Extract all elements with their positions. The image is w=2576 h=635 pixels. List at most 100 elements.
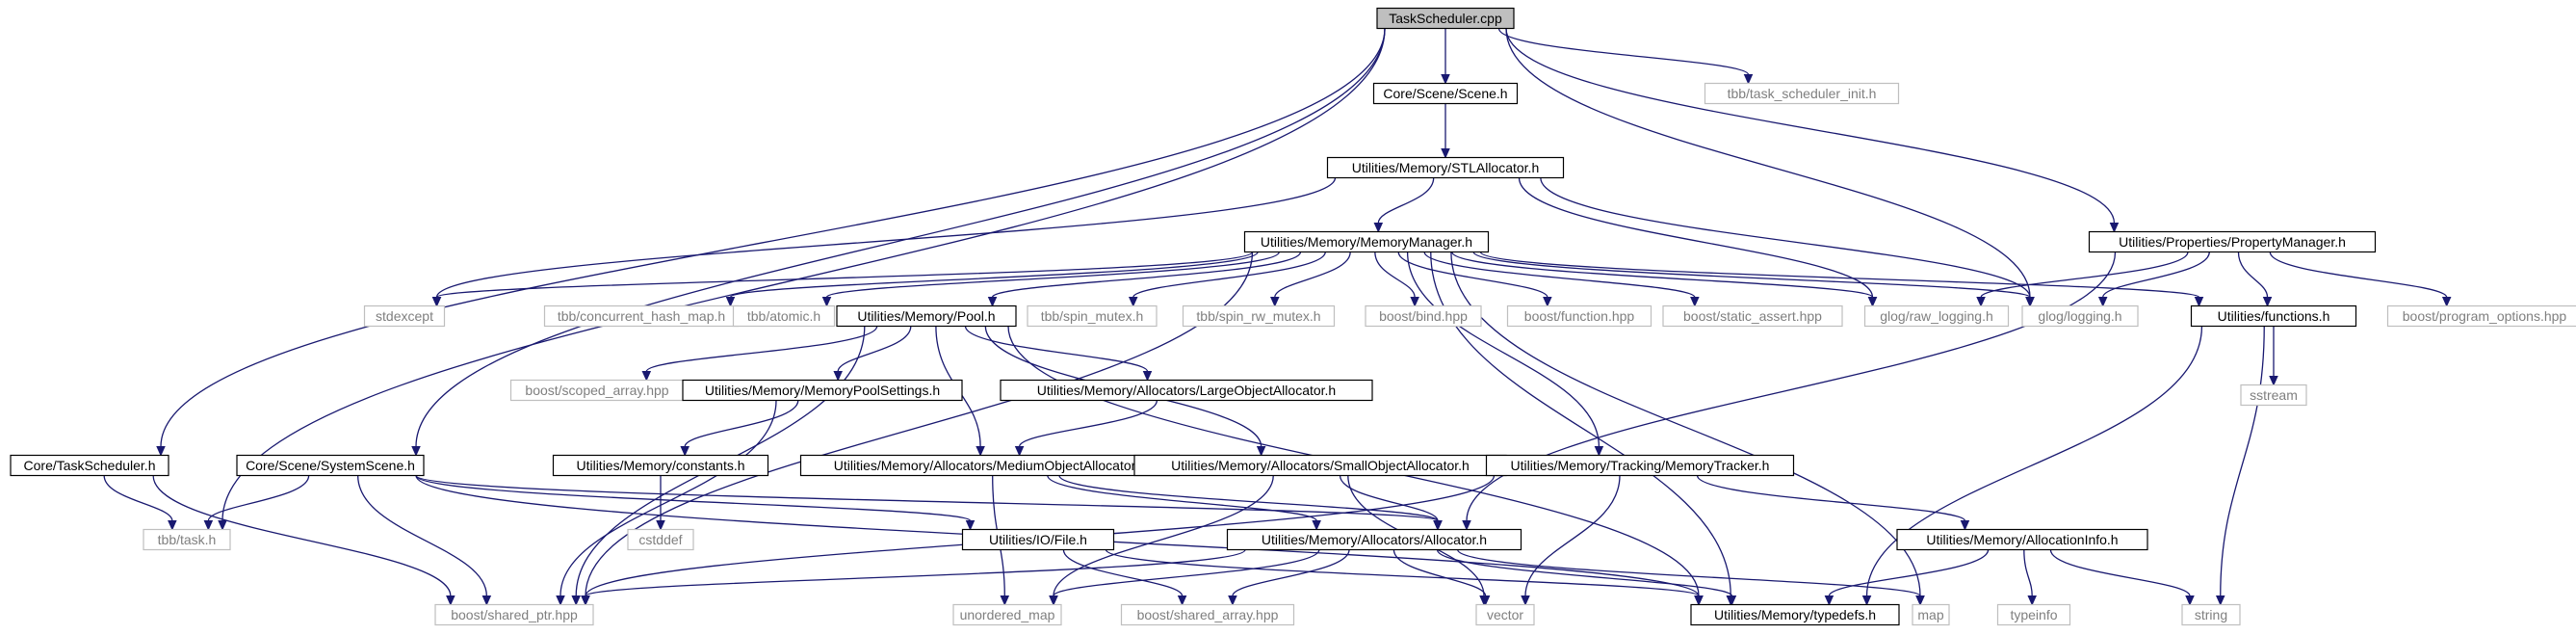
node-tbb-spin-rw-mutex-h: tbb/spin_rw_mutex.h: [1182, 304, 1336, 328]
node-label: tbb/task_scheduler_init.h: [1728, 86, 1877, 101]
edge-line: [991, 251, 1302, 299]
node-label: boost/static_assert.hpp: [1683, 308, 1822, 324]
edge-line: [825, 251, 1280, 299]
edge-root-to-scene: [1441, 28, 1450, 85]
arrowhead: [821, 297, 832, 307]
node-box: [1475, 603, 1535, 626]
edge-line: [1018, 400, 1158, 447]
edge-root-to-propmgr: [1505, 28, 2120, 233]
edge-line: [1457, 548, 1921, 597]
node-label: boost/program_options.hpp: [2403, 308, 2567, 324]
edge-line: [415, 474, 972, 522]
edge-line: [2023, 549, 2033, 596]
node-utilities-memory-allocators-mediumobjectallocator-h[interactable]: Utilities/Memory/Allocators/MediumObject…: [799, 454, 1181, 477]
node-utilities-memory-stlallocator-h[interactable]: Utilities/Memory/STLAllocator.h: [1326, 156, 1565, 179]
node-utilities-memory-allocators-allocator-h[interactable]: Utilities/Memory/Allocators/Allocator.h: [1226, 528, 1522, 551]
node-box: [1485, 454, 1795, 477]
node-box: [1896, 528, 2148, 551]
edge-mps-to-constants: [680, 400, 799, 457]
node-taskscheduler-cpp[interactable]: TaskScheduler.cpp: [1376, 7, 1515, 30]
node-box: [10, 454, 169, 477]
edge-soa-to-list: [1339, 475, 1443, 531]
node-utilities-properties-propertymanager-h[interactable]: Utilities/Properties/PropertyManager.h: [2088, 230, 2377, 253]
arrowhead: [1228, 595, 1237, 606]
arrowhead: [1256, 446, 1266, 457]
edge-memmgr-to-sassert: [1423, 251, 1700, 307]
node-utilities-memory-memorypoolsettings-h[interactable]: Utilities/Memory/MemoryPoolSettings.h: [682, 379, 963, 402]
node-label: glog/raw_logging.h: [1880, 308, 1993, 324]
edge-allocator-to-typedefs: [1436, 549, 1737, 606]
edge-line: [221, 28, 1386, 521]
edge-line: [1132, 251, 1326, 299]
arrowhead: [1014, 446, 1025, 457]
node-utilities-memory-pool-h[interactable]: Utilities/Memory/Pool.h: [836, 304, 1017, 328]
edge-line: [435, 177, 1337, 298]
node-label: Utilities/Memory/Pool.h: [857, 308, 995, 324]
edge-syscene-to-tbbtask: [203, 475, 310, 531]
edge-line: [1392, 549, 1487, 596]
edge-line: [1053, 549, 1320, 597]
edge-root-to-logging: [1505, 28, 2035, 307]
arrowhead: [2215, 595, 2225, 606]
node-glog-raw-logging-h: glog/raw_logging.h: [1863, 304, 2010, 328]
node-label: Utilities/Memory/Allocators/LargeObjectA…: [1037, 383, 1336, 398]
node-utilities-memory-typedefs-h[interactable]: Utilities/Memory/typedefs.h: [1690, 603, 1900, 626]
node-boost-function-hpp: boost/function.hpp: [1506, 304, 1652, 328]
node-box: [552, 454, 769, 477]
arrowhead: [1867, 297, 1878, 307]
node-box: [1120, 603, 1295, 626]
arrowhead: [1824, 595, 1834, 606]
edge-line: [1047, 475, 1317, 522]
arrowhead: [1694, 595, 1704, 606]
node-tbb-spin-mutex-h: tbb/spin_mutex.h: [1027, 304, 1158, 328]
node-core-scene-scene-h[interactable]: Core/Scene/Scene.h: [1372, 82, 1519, 105]
edge-allocator-to-umap: [1049, 549, 1320, 606]
edge-memmgr-to-function: [1397, 251, 1552, 307]
node-box: [143, 528, 231, 551]
arrowhead: [2185, 595, 2195, 606]
node-label: tbb/spin_mutex.h: [1041, 308, 1144, 324]
node-utilities-functions-h[interactable]: Utilities/functions.h: [2190, 304, 2357, 328]
edge-propmgr-to-progopt: [2269, 251, 2452, 307]
arrowhead: [1543, 297, 1552, 307]
node-label: Utilities/functions.h: [2218, 308, 2330, 324]
edge-line: [1540, 177, 2031, 298]
node-core-taskscheduler-h[interactable]: Core/TaskScheduler.h: [10, 454, 169, 477]
node-utilities-memory-allocators-smallobjectallocator-h[interactable]: Utilities/Memory/Allocators/SmallObjectA…: [1133, 454, 1507, 477]
node-utilities-memory-allocationinfo-h[interactable]: Utilities/Memory/AllocationInfo.h: [1896, 528, 2148, 551]
node-label: Core/Scene/Scene.h: [1383, 86, 1507, 101]
node-label: Utilities/Memory/Tracking/MemoryTracker.…: [1511, 458, 1770, 473]
node-core-scene-systemscene-h[interactable]: Core/Scene/SystemScene.h: [236, 454, 425, 477]
node-utilities-memory-memorymanager-h[interactable]: Utilities/Memory/MemoryManager.h: [1243, 230, 1490, 253]
node-box: [434, 603, 594, 626]
node-boost-program-options-hpp: boost/program_options.hpp: [2386, 304, 2576, 328]
edge-line: [415, 28, 1386, 447]
node-utilities-io-file-h[interactable]: Utilities/IO/File.h: [961, 528, 1115, 551]
edge-line: [1058, 475, 1439, 522]
arrowhead: [1410, 297, 1419, 307]
node-utilities-memory-allocators-largeobjectallocator-h[interactable]: Utilities/Memory/Allocators/LargeObjectA…: [1000, 379, 1373, 402]
arrowhead: [2269, 376, 2278, 386]
edge-line: [2237, 251, 2269, 298]
node-label: glog/logging.h: [2038, 308, 2121, 324]
node-box: [2386, 304, 2576, 328]
node-map: map: [1912, 603, 1950, 626]
node-utilities-memory-constants-h[interactable]: Utilities/Memory/constants.h: [552, 454, 769, 477]
node-boost-shared-ptr-hpp: boost/shared_ptr.hpp: [434, 603, 594, 626]
node-label: tbb/task.h: [158, 532, 217, 547]
edge-memmgr-to-spinrw: [1270, 251, 1351, 307]
edge-allocinfo-to-typedefs: [1824, 549, 1990, 606]
node-label: unordered_map: [960, 607, 1055, 622]
node-box: [2088, 230, 2377, 253]
edge-line: [160, 28, 1386, 447]
edge-memmgr-to-stdexcept: [431, 251, 1254, 307]
edge-line: [1397, 251, 1548, 298]
edge-line: [103, 475, 173, 521]
node-utilities-memory-tracking-memorytracker-h[interactable]: Utilities/Memory/Tracking/MemoryTracker.…: [1485, 454, 1795, 477]
arrowhead: [2097, 297, 2108, 307]
edge-memmgr-to-atomic: [821, 251, 1280, 307]
edge-line: [1505, 28, 2116, 224]
edge-line: [729, 251, 1259, 299]
edge-functions-to-string: [2215, 326, 2265, 606]
